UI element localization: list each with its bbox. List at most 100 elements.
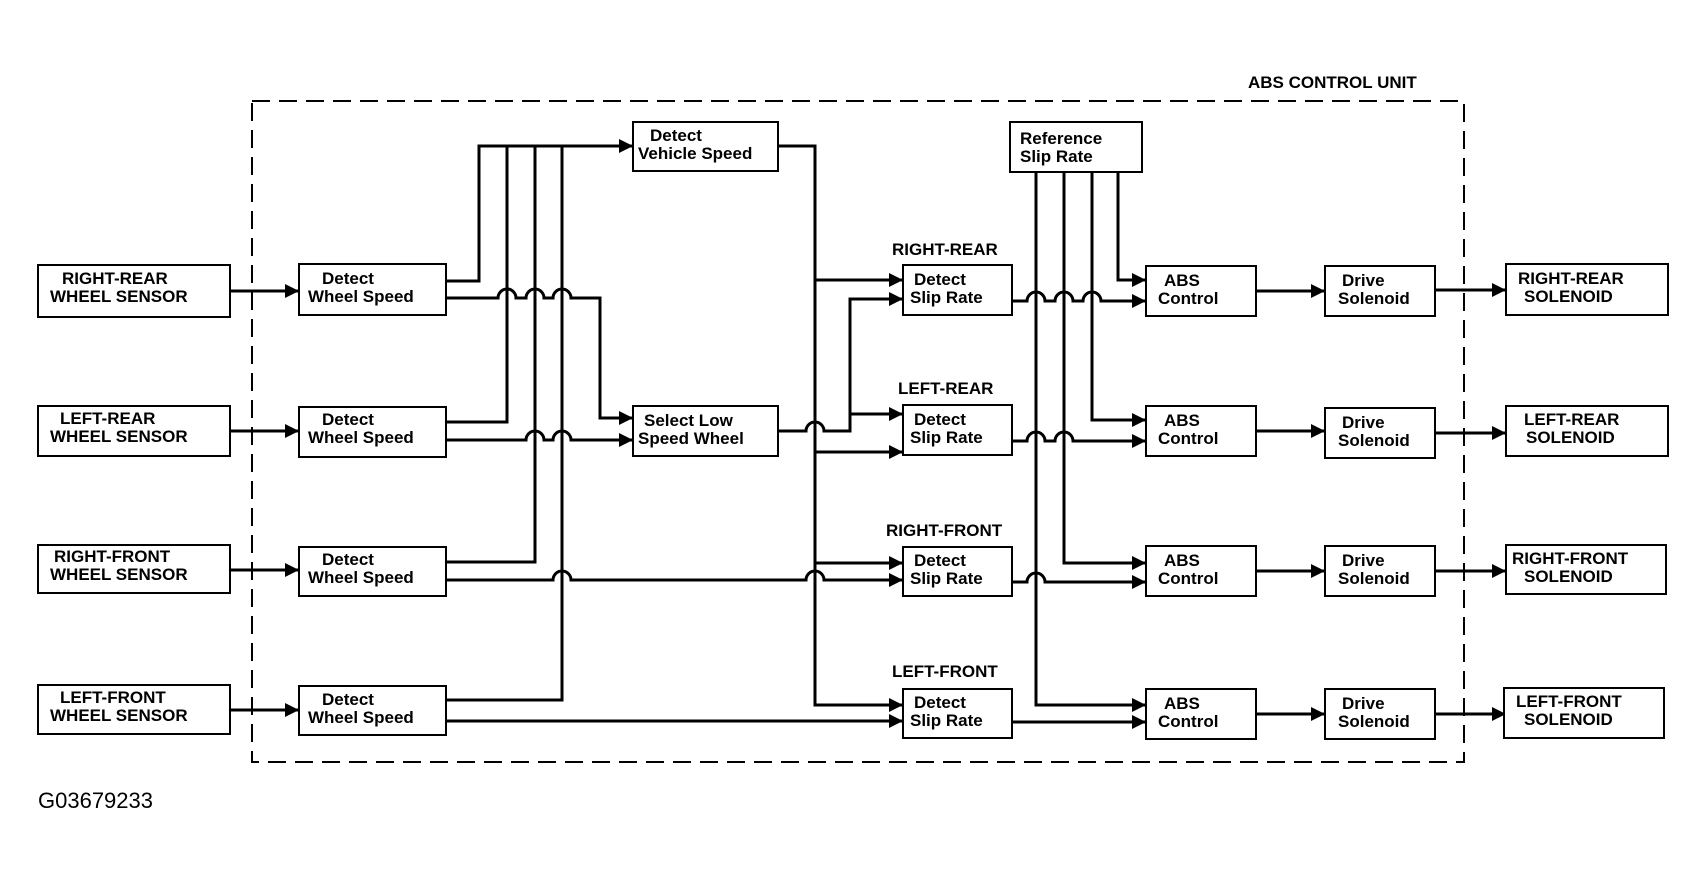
drive-solenoid-right-rear: Drive Solenoid — [1324, 265, 1436, 317]
left-rear-wheel-sensor: LEFT-REAR WHEEL SENSOR — [37, 405, 231, 457]
block-label-line2: Wheel Speed — [308, 568, 414, 587]
block-label-line2: Wheel Speed — [308, 287, 414, 306]
block-label-line1: Drive — [1342, 413, 1385, 432]
lf-speed-to-vehicle-bus — [446, 146, 564, 702]
abs-control-left-rear: ABS Control — [1145, 405, 1257, 457]
block-label-line1: ABS — [1164, 271, 1200, 290]
left-front-solenoid: LEFT-FRONT SOLENOID — [1503, 687, 1665, 739]
block-label-line2: Wheel Speed — [308, 708, 414, 727]
sensor-label-line2: WHEEL SENSOR — [50, 565, 188, 584]
solenoid-label-line2: SOLENOID — [1524, 710, 1613, 729]
detect-wheel-speed-right-rear: Detect Wheel Speed — [298, 263, 447, 316]
block-label-line2: Vehicle Speed — [638, 144, 752, 163]
block-label-line1: Drive — [1342, 551, 1385, 570]
signal-wires — [230, 139, 1506, 729]
solenoid-label-line1: LEFT-FRONT — [1516, 692, 1622, 711]
block-label-line1: Detect — [322, 690, 374, 709]
detect-vehicle-speed: Detect Vehicle Speed — [632, 121, 779, 172]
section-label-right-rear: RIGHT-REAR — [892, 240, 998, 259]
detect-slip-rate-left-front: Detect Slip Rate — [902, 688, 1013, 739]
solenoid-label-line1: RIGHT-REAR — [1518, 269, 1624, 288]
block-label-line2: Solenoid — [1338, 431, 1410, 450]
rf-speed-to-vehicle-bus — [446, 146, 537, 564]
block-label-line1: Detect — [322, 269, 374, 288]
detect-wheel-speed-right-front: Detect Wheel Speed — [298, 546, 447, 597]
block-label-line2: Speed Wheel — [638, 429, 744, 448]
drive-solenoid-left-rear: Drive Solenoid — [1324, 407, 1436, 459]
rr-speed-to-vehicle-speed — [446, 139, 633, 283]
solenoid-label-line1: LEFT-REAR — [1524, 410, 1619, 429]
reference-slip-rate: Reference Slip Rate — [1009, 121, 1143, 173]
sensor-label-line1: RIGHT-FRONT — [54, 547, 171, 566]
block-label-line2: Solenoid — [1338, 712, 1410, 731]
block-label-line2: Slip Rate — [1020, 147, 1093, 166]
abs-control-unit-title: ABS CONTROL UNIT — [1248, 73, 1417, 92]
solenoid-label-line2: SOLENOID — [1524, 567, 1613, 586]
block-label-line1: Detect — [914, 551, 966, 570]
block-label-line1: Detect — [914, 270, 966, 289]
abs-control-right-front: ABS Control — [1145, 545, 1257, 597]
block-label-line2: Solenoid — [1338, 569, 1410, 588]
vehicle-speed-bus — [778, 144, 903, 712]
block-label-line1: Detect — [322, 410, 374, 429]
block-label-line1: Select Low — [644, 411, 734, 430]
block-label-line2: Slip Rate — [910, 428, 983, 447]
lr-speed-to-select-low — [446, 429, 633, 447]
ref-slip-to-rf-abs — [1062, 172, 1146, 570]
block-label-line1: Detect — [914, 693, 966, 712]
rf-slip-to-abs — [1012, 571, 1146, 589]
rf-speed-to-slip-rate — [446, 569, 903, 587]
block-label-line1: Detect — [322, 550, 374, 569]
block-label-line2: Control — [1158, 429, 1218, 448]
block-label-line1: Detect — [650, 126, 702, 145]
ref-slip-to-lf-abs — [1034, 172, 1146, 712]
section-label-right-front: RIGHT-FRONT — [886, 521, 1003, 540]
block-label-line1: Reference — [1020, 129, 1102, 148]
solenoid-label-line2: SOLENOID — [1524, 287, 1613, 306]
select-low-to-rr-slip — [778, 292, 903, 433]
rr-slip-to-abs — [1012, 290, 1146, 308]
figure-code: G03679233 — [38, 788, 153, 813]
sensor-label-line1: LEFT-FRONT — [60, 688, 166, 707]
solenoid-label-line2: SOLENOID — [1526, 428, 1615, 447]
block-label-line1: ABS — [1164, 411, 1200, 430]
block-label-line2: Control — [1158, 712, 1218, 731]
drive-solenoid-right-front: Drive Solenoid — [1324, 545, 1436, 597]
abs-control-left-front: ABS Control — [1145, 688, 1257, 740]
block-label-line2: Solenoid — [1338, 289, 1410, 308]
sensor-label-line2: WHEEL SENSOR — [50, 427, 188, 446]
block-label-line2: Slip Rate — [910, 288, 983, 307]
detect-slip-rate-left-rear: Detect Slip Rate — [902, 404, 1013, 456]
block-label-line2: Slip Rate — [910, 711, 983, 730]
sensor-label-line2: WHEEL SENSOR — [50, 706, 188, 725]
section-label-left-rear: LEFT-REAR — [898, 379, 993, 398]
block-label-line1: Drive — [1342, 694, 1385, 713]
block-label-line2: Slip Rate — [910, 569, 983, 588]
block-label-line1: Detect — [914, 410, 966, 429]
block-label-line2: Control — [1158, 569, 1218, 588]
block-label-line1: ABS — [1164, 551, 1200, 570]
solenoid-label-line1: RIGHT-FRONT — [1512, 549, 1629, 568]
section-label-left-front: LEFT-FRONT — [892, 662, 998, 681]
lr-speed-to-vehicle-bus — [446, 146, 509, 424]
sensor-label-line1: LEFT-REAR — [60, 409, 155, 428]
block-label-line2: Control — [1158, 289, 1218, 308]
ref-slip-to-lr-abs — [1090, 172, 1146, 427]
sensor-label-line1: RIGHT-REAR — [62, 269, 168, 288]
right-rear-wheel-sensor: RIGHT-REAR WHEEL SENSOR — [37, 264, 231, 318]
block-label-line2: Wheel Speed — [308, 428, 414, 447]
detect-wheel-speed-left-rear: Detect Wheel Speed — [298, 406, 447, 458]
right-rear-solenoid: RIGHT-REAR SOLENOID — [1505, 263, 1669, 316]
select-low-speed-wheel: Select Low Speed Wheel — [632, 405, 779, 457]
rr-speed-to-select-low — [446, 287, 633, 425]
abs-control-right-rear: ABS Control — [1145, 265, 1257, 317]
detect-wheel-speed-left-front: Detect Wheel Speed — [298, 685, 447, 736]
left-front-wheel-sensor: LEFT-FRONT WHEEL SENSOR — [37, 684, 231, 735]
block-label-line1: Drive — [1342, 271, 1385, 290]
block-label-line1: ABS — [1164, 694, 1200, 713]
detect-slip-rate-right-front: Detect Slip Rate — [902, 546, 1013, 597]
left-rear-solenoid: LEFT-REAR SOLENOID — [1505, 405, 1669, 457]
drive-solenoid-left-front: Drive Solenoid — [1324, 688, 1436, 740]
right-front-solenoid: RIGHT-FRONT SOLENOID — [1505, 544, 1667, 595]
